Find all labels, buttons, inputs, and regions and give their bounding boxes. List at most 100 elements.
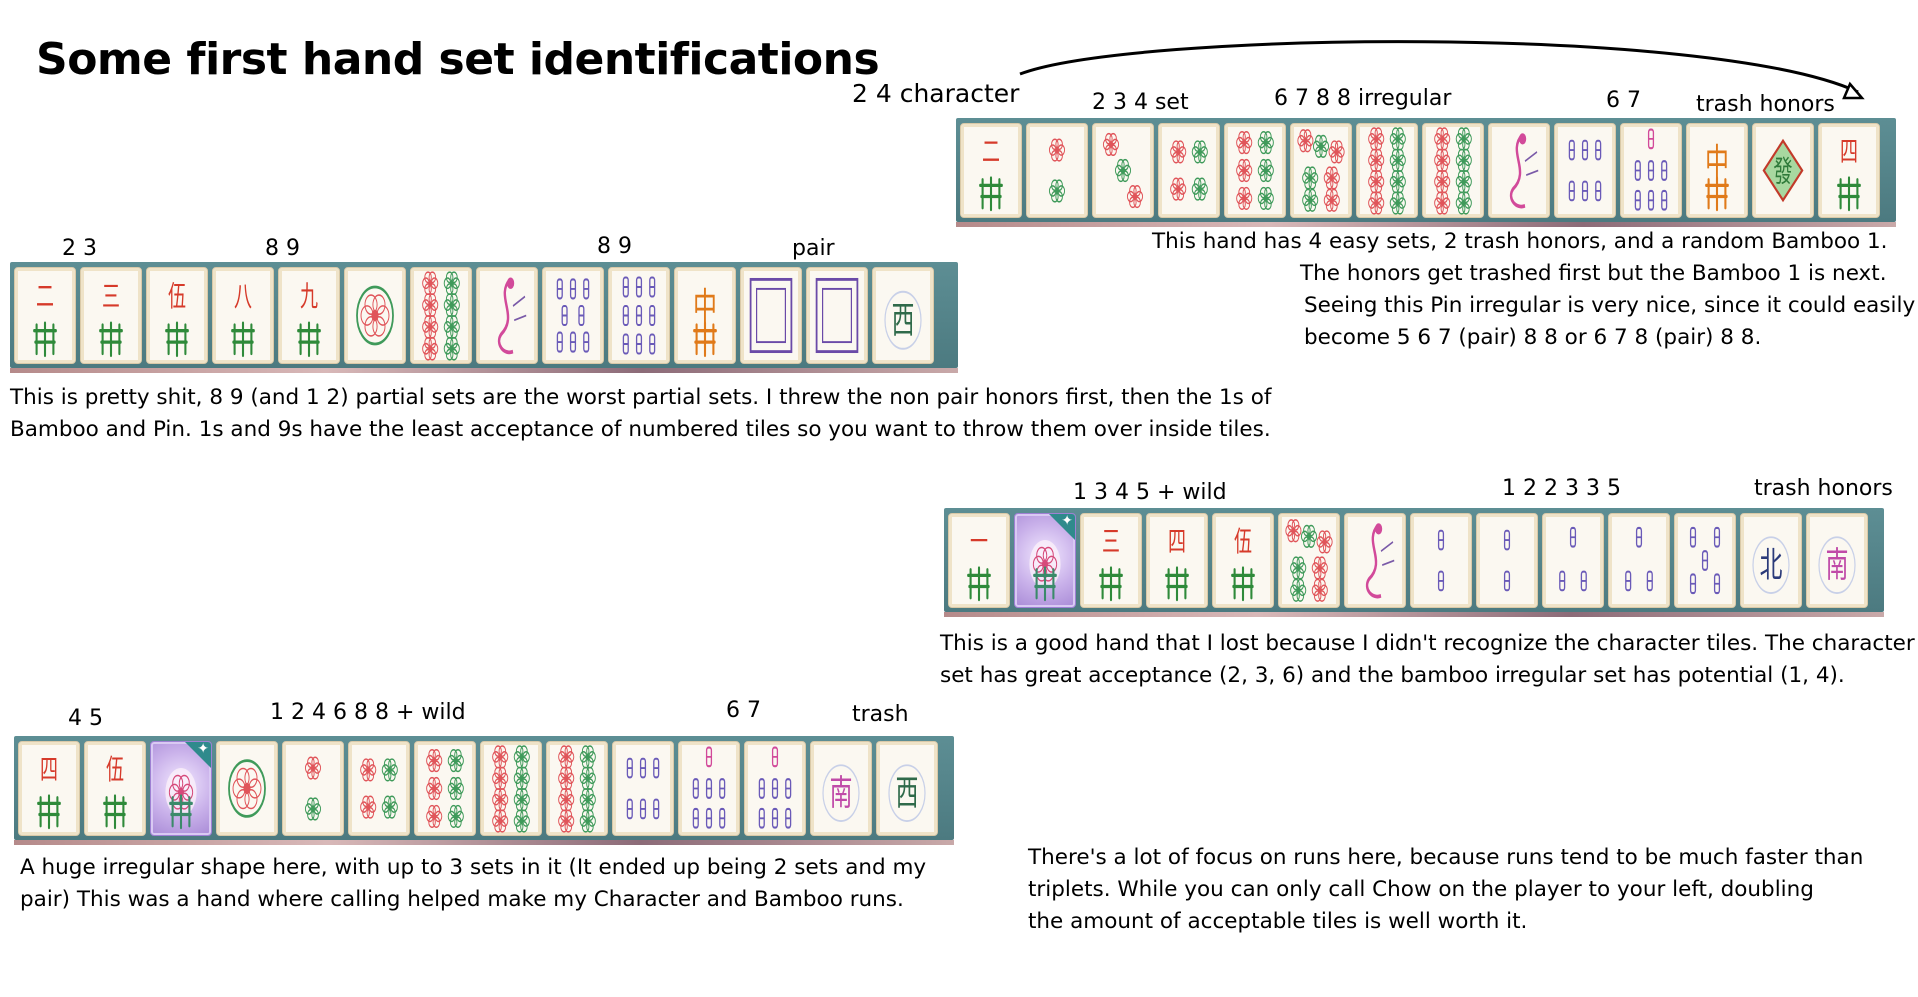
tile-char-3: 三	[80, 267, 142, 364]
tile-dots-8	[480, 741, 542, 836]
tile-bamboo-7	[744, 741, 806, 836]
tile-char-5: 伍	[84, 741, 146, 836]
hand-2-label: pair	[792, 236, 835, 261]
tile-char-5: 伍	[146, 267, 208, 364]
tile-bamboo-2	[1410, 513, 1472, 608]
note-line: the amount of acceptable tiles is well w…	[1028, 909, 1528, 934]
svg-text:伍: 伍	[106, 753, 124, 786]
hand-1-label: 6 7	[1606, 88, 1641, 113]
svg-text:二: 二	[36, 280, 54, 313]
note-line: This is pretty shit, 8 9 (and 1 2) parti…	[10, 385, 1272, 410]
svg-text:一: 一	[970, 525, 988, 558]
tile-dots-2	[1026, 123, 1088, 218]
tile-wind-west: 西	[876, 741, 938, 836]
svg-text:八: 八	[234, 280, 252, 313]
tile-wind-south: 南	[810, 741, 872, 836]
tile-dots-4	[1158, 123, 1220, 218]
hand-2-label: 8 9	[597, 234, 632, 259]
tile-bamboo-6	[612, 741, 674, 836]
tile-wind-south: 南	[1806, 513, 1868, 608]
svg-text:西: 西	[892, 300, 915, 342]
svg-text:伍: 伍	[1234, 525, 1252, 558]
svg-text:三: 三	[1102, 525, 1120, 558]
tile-char-4: 四	[1818, 123, 1880, 218]
note-line: triplets. While you can only call Chow o…	[1028, 877, 1814, 902]
hand-2-label: 8 9	[265, 236, 300, 261]
tile-dots-6	[414, 741, 476, 836]
page-title: Some first hand set identifications	[36, 34, 880, 85]
hand-4-label: 6 7	[726, 698, 761, 723]
tile-bamboo-3	[1608, 513, 1670, 608]
svg-text:二: 二	[982, 135, 1000, 168]
hand-2-notes: This is pretty shit, 8 9 (and 1 2) parti…	[10, 382, 1271, 446]
tile-dots-7	[1278, 513, 1340, 608]
tile-dots-1	[344, 267, 406, 364]
closing-note: There's a lot of focus on runs here, bec…	[1028, 842, 1863, 938]
tile-char-8: 八	[212, 267, 274, 364]
tile-bamboo-6	[1554, 123, 1616, 218]
hand-1-label: 2 4 character	[852, 79, 1020, 108]
tile-char-4: 四	[18, 741, 80, 836]
tile-dragon-red: 中	[674, 267, 736, 364]
curved-arrow	[1019, 40, 1865, 100]
note-line: Seeing this Pin irregular is very nice, …	[1304, 293, 1916, 318]
tile-char-5: 伍	[1212, 513, 1274, 608]
tile-dragon-green: 發	[1752, 123, 1814, 218]
hand-1-label: 6 7 8 8 irregular	[1274, 86, 1452, 111]
tile-dots-4	[348, 741, 410, 836]
tile-dots-3	[1092, 123, 1154, 218]
note-line: A huge irregular shape here, with up to …	[20, 855, 927, 880]
note-line: There's a lot of focus on runs here, bec…	[1028, 845, 1864, 870]
tile-dots-6	[1224, 123, 1286, 218]
svg-text:九: 九	[300, 280, 318, 313]
tile-bamboo-9	[608, 267, 670, 364]
tile-char-1: 一	[948, 513, 1010, 608]
svg-text:三: 三	[102, 280, 120, 313]
tile-dots-2	[282, 741, 344, 836]
tile-wild	[1014, 513, 1076, 608]
note-line: Bamboo and Pin. 1s and 9s have the least…	[10, 417, 1271, 442]
note-line: set has great acceptance (2, 3, 6) and t…	[940, 663, 1845, 688]
tile-bamboo-5	[1674, 513, 1736, 608]
tile-wind-north: 北	[1740, 513, 1802, 608]
tile-bamboo-3	[1542, 513, 1604, 608]
tile-wild	[150, 741, 212, 836]
tile-rack: 二 三 伍 八 九	[10, 262, 958, 373]
tile-bamboo-1	[476, 267, 538, 364]
tile-bamboo-1	[1488, 123, 1550, 218]
hand-3-notes: This is a good hand that I lost because …	[940, 628, 1915, 692]
tile-bamboo-8	[542, 267, 604, 364]
tile-char-2: 二	[960, 123, 1022, 218]
hand-1-label: 2 3 4 set	[1092, 90, 1189, 115]
svg-text:伍: 伍	[168, 280, 186, 313]
tile-dots-8	[410, 267, 472, 364]
tile-dots-8	[1356, 123, 1418, 218]
hand-2-label: 2 3	[62, 236, 97, 261]
svg-text:南: 南	[1826, 545, 1849, 587]
hand-4-label: trash	[852, 702, 909, 727]
svg-text:四: 四	[40, 753, 58, 786]
tile-dragon-white	[740, 267, 802, 364]
tile-char-4: 四	[1146, 513, 1208, 608]
tile-dots-1	[216, 741, 278, 836]
svg-text:南: 南	[830, 773, 853, 815]
note-line: This hand has 4 easy sets, 2 trash honor…	[1152, 229, 1888, 254]
tile-bamboo-1	[1344, 513, 1406, 608]
tile-wind-west: 西	[872, 267, 934, 364]
tile-dragon-white	[806, 267, 868, 364]
tile-dots-7	[1290, 123, 1352, 218]
svg-text:四: 四	[1840, 135, 1858, 168]
note-line: pair) This was a hand where calling help…	[20, 887, 904, 912]
svg-text:北: 北	[1760, 545, 1783, 587]
tile-dragon-red: 中	[1686, 123, 1748, 218]
svg-text:四: 四	[1168, 525, 1186, 558]
hand-1-label: trash honors	[1696, 92, 1835, 117]
tile-char-9: 九	[278, 267, 340, 364]
tile-rack: 二	[956, 118, 1896, 227]
hand-4-label: 1 2 4 6 8 8 + wild	[270, 700, 466, 725]
hand-3-label: 1 2 2 3 3 5	[1502, 476, 1621, 501]
hand-1-notes: This hand has 4 easy sets, 2 trash honor…	[1152, 226, 1915, 354]
tile-bamboo-7	[678, 741, 740, 836]
note-line: This is a good hand that I lost because …	[940, 631, 1915, 656]
tile-char-2: 二	[14, 267, 76, 364]
